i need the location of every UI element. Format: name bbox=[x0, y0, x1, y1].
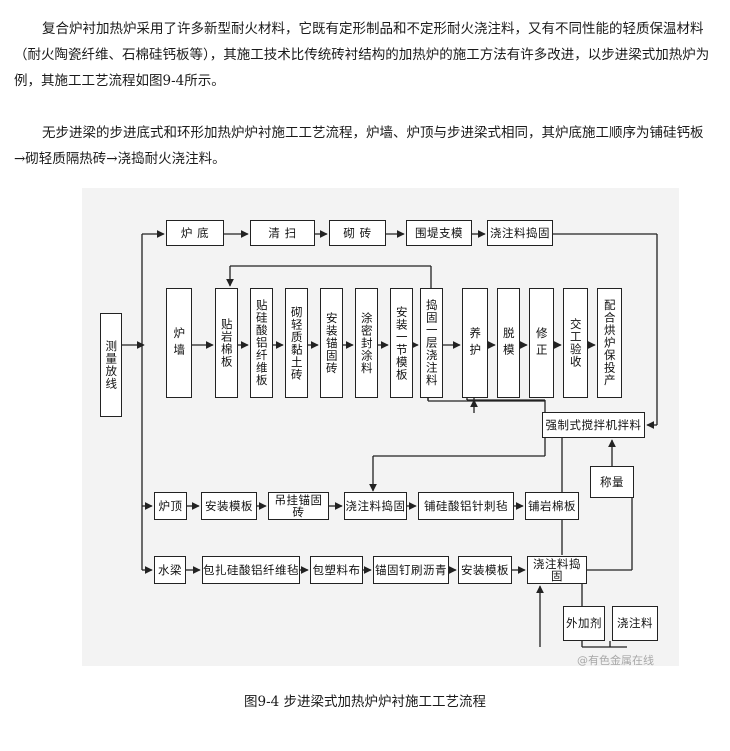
flow-roof-cast: 浇注料捣固 bbox=[344, 492, 407, 520]
flow-roof-formwork: 安装模板 bbox=[201, 492, 257, 520]
flow-floor-brick: 砌 砖 bbox=[329, 220, 386, 246]
flow-weigh: 称量 bbox=[590, 466, 634, 498]
flow-roof-needlefelt: 铺硅酸铝针刺毡 bbox=[418, 492, 514, 520]
flow-wall-claybrick: 砌轻质黏土砖 bbox=[285, 288, 308, 398]
flow-admixture: 外加剂 bbox=[563, 606, 605, 641]
flow-floor: 炉 底 bbox=[166, 220, 224, 246]
flowchart-figure: 测量放线 炉 底 清 扫 砌 砖 围堤支模 浇注料捣固 炉墙 贴岩棉板 贴硅酸铝… bbox=[82, 188, 679, 667]
second-paragraph: 无步进梁的步进底式和环形加热炉炉衬施工工艺流程，炉墙、炉顶与步进梁式相同，其炉底… bbox=[14, 125, 704, 167]
flow-wall-cast-layer: 捣固一层浇注料 bbox=[420, 288, 443, 398]
flow-roof-rockwool: 铺岩棉板 bbox=[525, 492, 579, 520]
flow-wall-sealant: 涂密封涂料 bbox=[355, 288, 378, 398]
flow-wall: 炉墙 bbox=[166, 288, 192, 398]
flow-wall-cure: 养护 bbox=[462, 288, 488, 398]
flow-beam-asphalt: 锚固钉刷沥青 bbox=[373, 556, 449, 584]
flow-wall-anchor: 安装锚固砖 bbox=[320, 288, 343, 398]
flow-wall-fiberboard: 贴硅酸铝纤维板 bbox=[250, 288, 273, 398]
flow-start-survey: 测量放线 bbox=[100, 313, 122, 417]
flow-floor-clean: 清 扫 bbox=[250, 220, 315, 246]
flow-wall-rockwool: 贴岩棉板 bbox=[215, 288, 238, 398]
intro-paragraph: 复合炉衬加热炉采用了许多新型耐火材料，它既有定形制品和不定形耐火浇注料，又有不同… bbox=[14, 21, 710, 89]
flow-wall-oven: 配合烘炉保投产 bbox=[597, 288, 622, 398]
flow-beam-formwork: 安装模板 bbox=[458, 556, 512, 584]
flowchart-connectors bbox=[120, 230, 658, 648]
flow-floor-dam: 围堤支模 bbox=[406, 220, 472, 246]
flow-beam-fiberfelt: 包扎硅酸铝纤维毡 bbox=[202, 556, 300, 584]
flow-floor-cast: 浇注料捣固 bbox=[487, 220, 553, 246]
flow-beam-cast: 浇注料捣固 bbox=[527, 556, 587, 584]
figure-caption: 图9-4 步进梁式加热炉炉衬施工工艺流程 bbox=[243, 694, 487, 710]
flow-castable: 浇注料 bbox=[612, 606, 658, 641]
flow-roof: 炉顶 bbox=[154, 492, 187, 520]
flow-wall-formwork: 安装一节模板 bbox=[390, 288, 413, 398]
flow-beam: 水梁 bbox=[154, 556, 186, 584]
flow-roof-anchor: 吊挂锚固砖 bbox=[268, 492, 329, 520]
watermark: @有色金属在线 bbox=[577, 654, 654, 667]
flow-mixer: 强制式搅拌机拌料 bbox=[542, 412, 645, 438]
flow-wall-acceptance: 交工验收 bbox=[563, 288, 588, 398]
flow-wall-repair: 修正 bbox=[529, 288, 554, 398]
flow-wall-demold: 脱模 bbox=[497, 288, 520, 398]
flow-beam-plastic: 包塑料布 bbox=[310, 556, 363, 584]
